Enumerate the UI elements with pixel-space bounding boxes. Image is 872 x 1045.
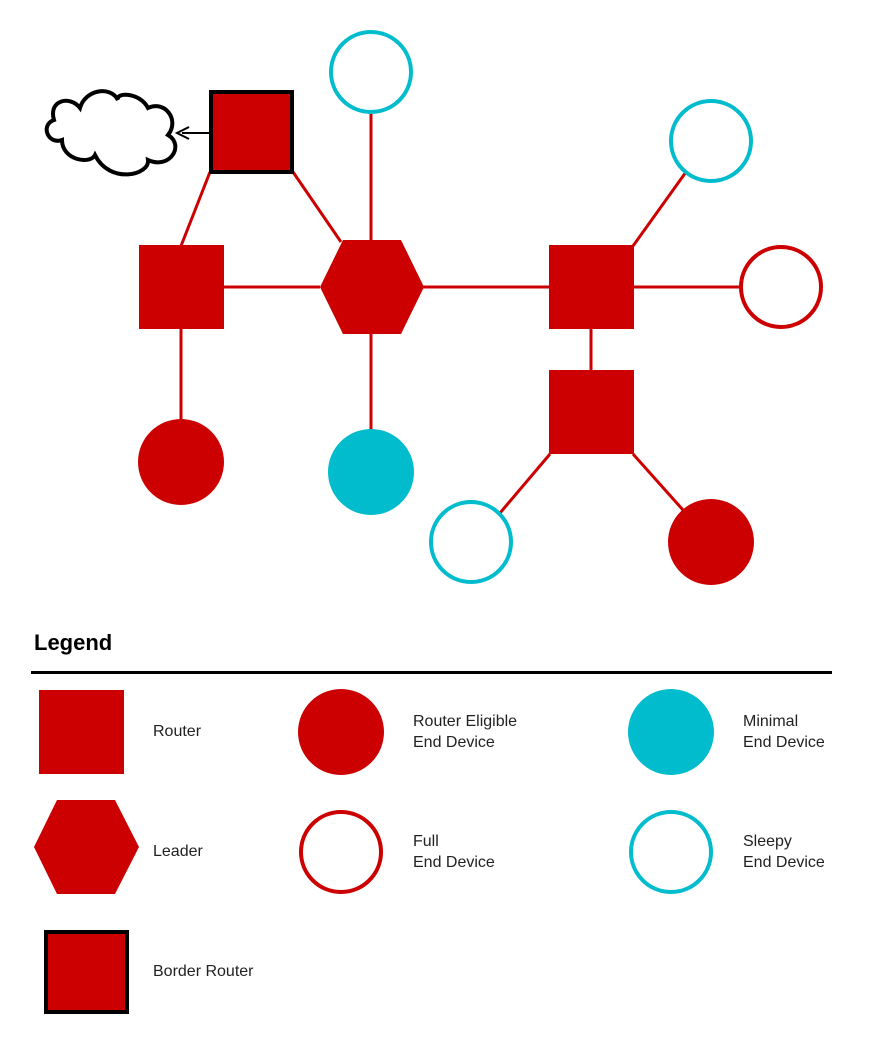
- legend-label-full-end-device: Full End Device: [413, 833, 495, 871]
- legend-divider: [31, 671, 832, 674]
- legend-label-sleepy-end-device: Sleepy End Device: [743, 833, 825, 871]
- legend-title: Legend: [34, 630, 113, 655]
- link-router-to-sed: [631, 171, 688, 247]
- minimal-end-device-node: [328, 429, 414, 515]
- legend-reed-symbol: [298, 689, 384, 775]
- legend-label-router-eligible-end-device: Router Eligible End Device: [413, 713, 518, 751]
- full-end-device-node: [739, 245, 823, 329]
- legend-label-leader: Leader: [153, 843, 203, 860]
- link-router-to-sed-bottom: [498, 453, 552, 514]
- legend-sed-symbol: [629, 810, 713, 894]
- router-eligible-end-device-node: [138, 419, 224, 505]
- legend-label-border-router: Border Router: [153, 963, 254, 980]
- legend-med-symbol: [628, 689, 714, 775]
- legend-leader-symbol: [34, 800, 139, 894]
- legend-label-router: Router: [153, 723, 202, 740]
- link-router-to-reed-bottom: [631, 453, 685, 511]
- sleepy-end-device-node: [329, 30, 413, 114]
- legend-label-minimal-end-device: Minimal End Device: [743, 713, 825, 751]
- legend-router-symbol: [39, 690, 124, 774]
- link-border-router-to-router: [179, 171, 212, 247]
- router-eligible-end-device-node: [668, 499, 754, 585]
- router-node: [549, 370, 634, 454]
- legend-border-router-symbol: [44, 930, 129, 1014]
- cloud-icon: [44, 89, 178, 177]
- legend-symbols: [34, 689, 714, 1014]
- router-node: [139, 245, 224, 329]
- network-links: [179, 114, 741, 514]
- leader-node: [320, 240, 424, 334]
- link-border-router-to-leader: [291, 171, 343, 243]
- arrow-icon: [174, 126, 210, 140]
- sleepy-end-device-node: [669, 99, 753, 183]
- border-router-node: [209, 90, 294, 174]
- router-node: [549, 245, 634, 329]
- legend-fed-symbol: [299, 810, 383, 894]
- sleepy-end-device-node: [429, 500, 513, 584]
